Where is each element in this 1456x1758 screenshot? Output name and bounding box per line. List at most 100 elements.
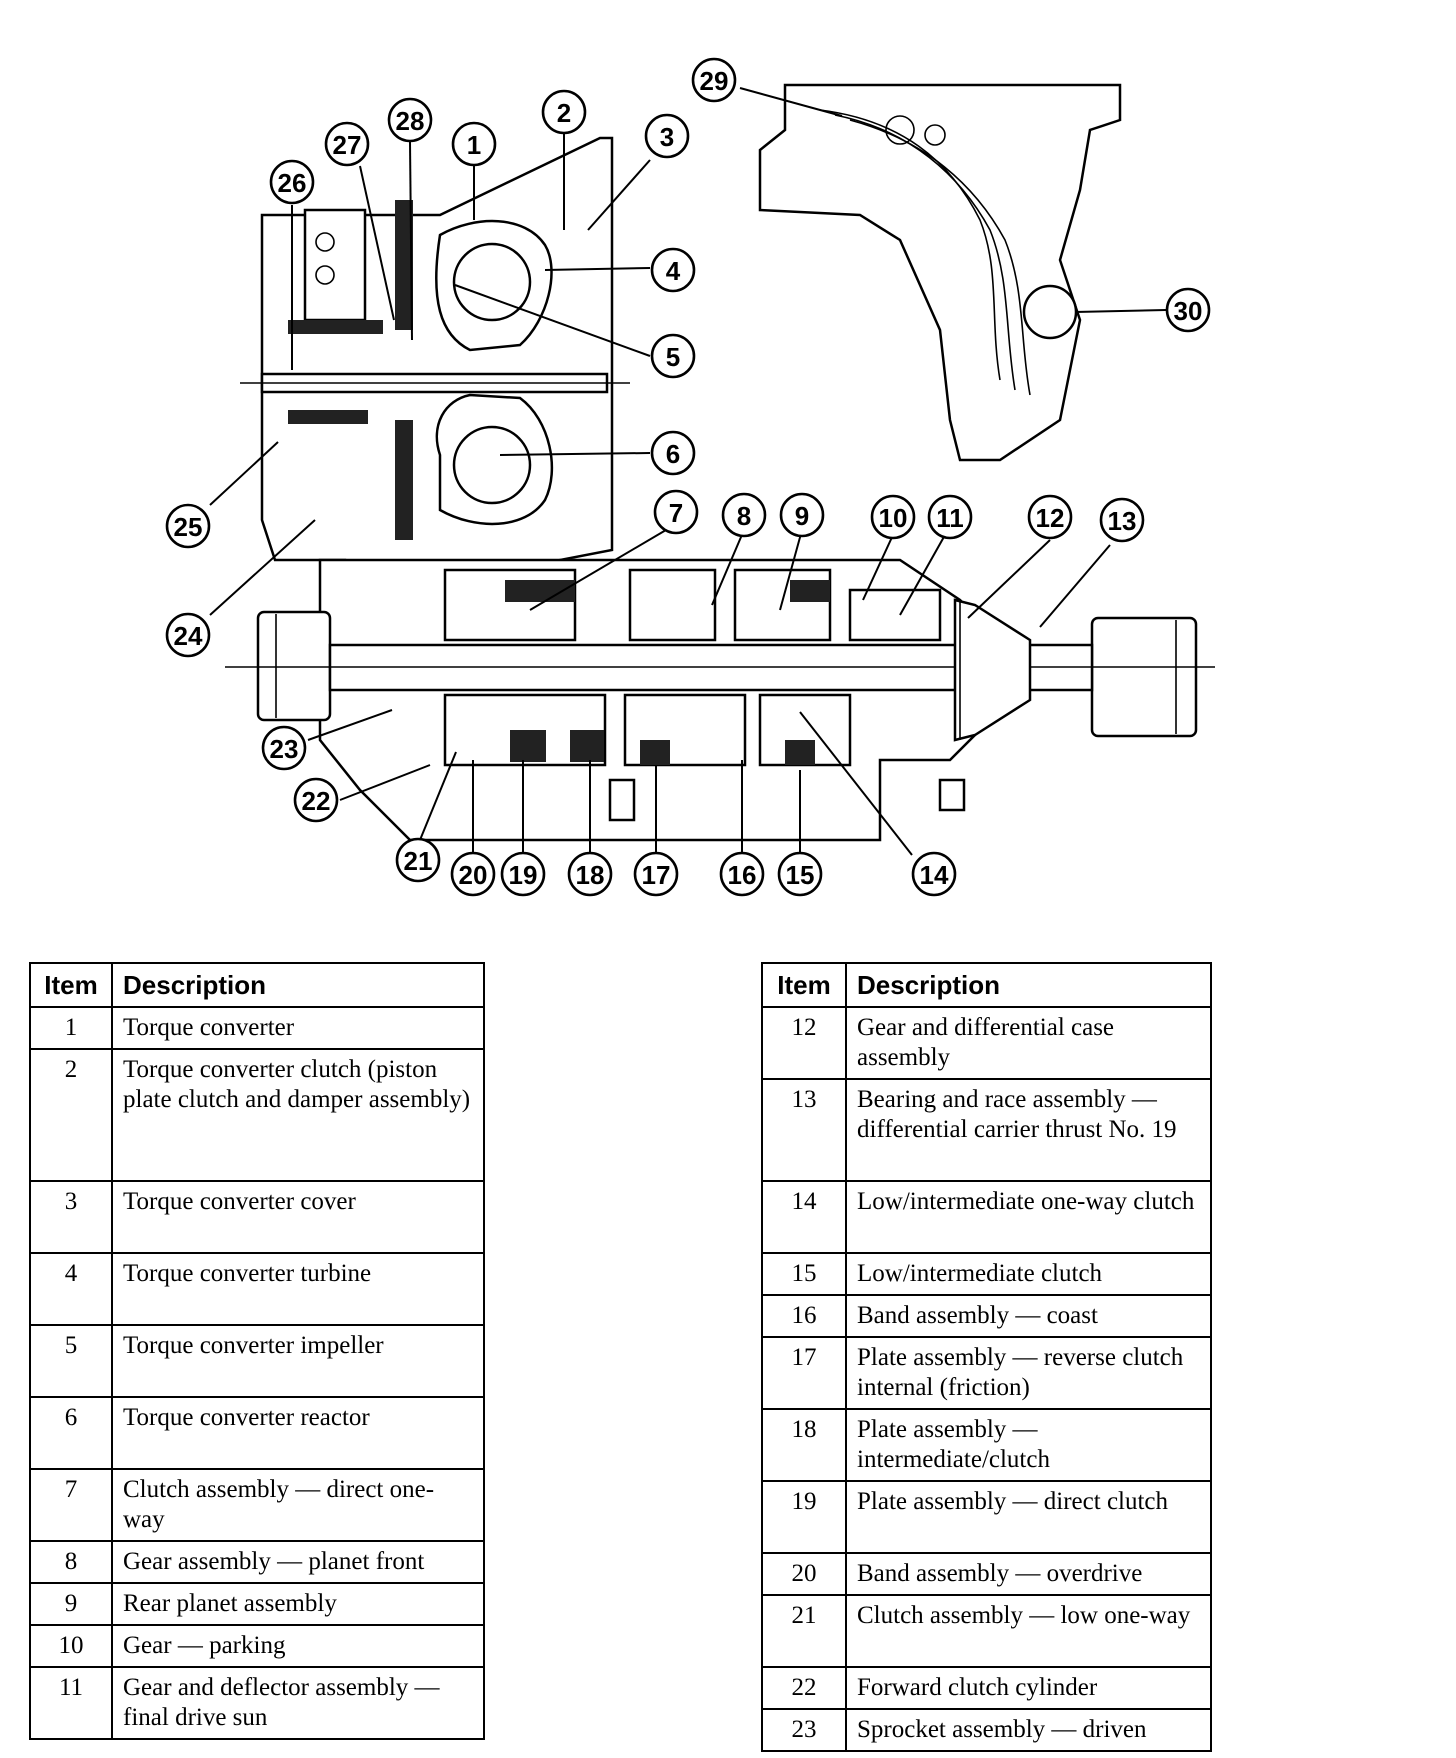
item-description: Clutch assembly — direct one-way (111, 1468, 485, 1542)
item-description: Plate assembly — intermediate/clutch (845, 1408, 1212, 1482)
svg-text:15: 15 (786, 860, 815, 890)
item-description: Gear assembly — planet front (111, 1540, 485, 1584)
transmission-cutaway-diagram: 1 2 3 4 5 6 7 8 9 10 11 12 13 14 15 16 1… (165, 57, 1215, 897)
svg-text:23: 23 (270, 734, 299, 764)
item-description: Forward clutch cylinder (845, 1666, 1212, 1710)
callout-13: 13 (1099, 497, 1145, 543)
callout-24: 24 (165, 612, 211, 658)
svg-text:22: 22 (302, 786, 331, 816)
item-number: 4 (29, 1252, 113, 1326)
item-description: Gear — parking (111, 1624, 485, 1668)
svg-text:7: 7 (669, 498, 683, 528)
callout-16: 16 (719, 851, 765, 897)
item-number: 17 (761, 1336, 847, 1410)
svg-text:20: 20 (459, 860, 488, 890)
item-description: Torque converter reactor (111, 1396, 485, 1470)
svg-text:24: 24 (174, 621, 203, 651)
item-description: Bearing and race assembly — differential… (845, 1078, 1212, 1182)
item-description: Band assembly — overdrive (845, 1552, 1212, 1596)
item-description: Rear planet assembly (111, 1582, 485, 1626)
callout-4: 4 (650, 247, 696, 293)
callout-8: 8 (721, 492, 767, 538)
item-number: 14 (761, 1180, 847, 1254)
svg-text:10: 10 (879, 503, 908, 533)
item-number: 1 (29, 1006, 113, 1050)
svg-text:4: 4 (666, 256, 681, 286)
svg-text:13: 13 (1108, 506, 1137, 536)
svg-text:16: 16 (728, 860, 757, 890)
item-number: 9 (29, 1582, 113, 1626)
callout-14: 14 (911, 851, 957, 897)
svg-text:19: 19 (509, 860, 538, 890)
svg-text:21: 21 (404, 846, 433, 876)
callout-2: 2 (541, 89, 587, 135)
callout-29: 29 (691, 57, 737, 103)
svg-text:1: 1 (467, 130, 481, 160)
item-description: Gear and deflector assembly — final driv… (111, 1666, 485, 1740)
callout-6: 6 (650, 430, 696, 476)
callout-17: 17 (633, 851, 679, 897)
callout-22: 22 (293, 777, 339, 823)
callout-10: 10 (870, 494, 916, 540)
svg-text:17: 17 (642, 860, 671, 890)
svg-text:30: 30 (1174, 296, 1203, 326)
leader-lines (209, 87, 1167, 856)
svg-text:29: 29 (700, 66, 729, 96)
svg-text:25: 25 (174, 512, 203, 542)
callout-1: 1 (451, 121, 497, 167)
callout-25: 25 (165, 503, 211, 549)
item-description: Low/intermediate clutch (845, 1252, 1212, 1296)
item-number: 3 (29, 1180, 113, 1254)
item-number: 5 (29, 1324, 113, 1398)
description-column-header: Description (845, 962, 1212, 1008)
callout-20: 20 (450, 851, 496, 897)
description-column-header: Description (111, 962, 485, 1008)
callout-9: 9 (779, 492, 825, 538)
item-number: 11 (29, 1666, 113, 1740)
item-description: Torque converter turbine (111, 1252, 485, 1326)
item-description: Band assembly — coast (845, 1294, 1212, 1338)
item-description: Sprocket assembly — driven (845, 1708, 1212, 1752)
item-number: 6 (29, 1396, 113, 1470)
item-number: 21 (761, 1594, 847, 1668)
item-number: 13 (761, 1078, 847, 1182)
svg-text:14: 14 (920, 860, 949, 890)
svg-text:2: 2 (557, 98, 571, 128)
callout-11: 11 (927, 494, 973, 540)
item-description: Torque converter cover (111, 1180, 485, 1254)
table-header-row: Item Description (761, 962, 1212, 1008)
callout-18: 18 (567, 851, 613, 897)
callout-12: 12 (1027, 494, 1073, 540)
callout-23: 23 (261, 725, 307, 771)
svg-text:27: 27 (333, 130, 362, 160)
svg-text:11: 11 (936, 503, 964, 533)
svg-text:26: 26 (278, 168, 307, 198)
callout-7: 7 (653, 489, 699, 535)
item-number: 7 (29, 1468, 113, 1542)
item-number: 15 (761, 1252, 847, 1296)
item-number: 18 (761, 1408, 847, 1482)
callout-19: 19 (500, 851, 546, 897)
item-description: Gear and differential case assembly (845, 1006, 1212, 1080)
item-description: Clutch assembly — low one-way (845, 1594, 1212, 1668)
callout-21: 21 (395, 837, 441, 883)
